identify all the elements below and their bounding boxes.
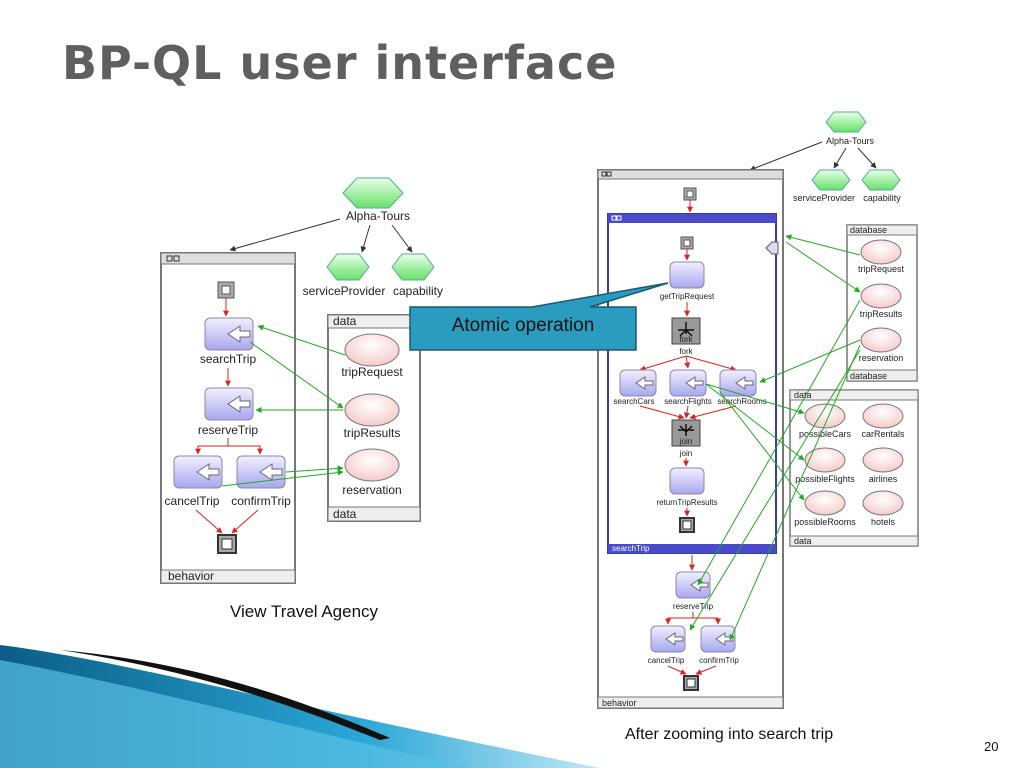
r-alpha-tours-node[interactable]: [825, 111, 867, 133]
slide-title: BP-QL user interface: [62, 36, 618, 90]
database-footer: database: [850, 371, 887, 381]
activity-search-trip-label: searchTrip: [200, 352, 257, 366]
node-fork[interactable]: fork: [671, 317, 701, 345]
node-search-cars-label: searchCars: [614, 397, 655, 406]
alpha-tours-node[interactable]: [342, 177, 404, 209]
data-item-car-rentals-label: carRentals: [861, 429, 905, 439]
r-node-confirm-trip-label: confirmTrip: [699, 656, 739, 665]
data-item-trip-request[interactable]: [344, 333, 400, 367]
node-search-flights-label: searchFlights: [664, 397, 712, 406]
node-return-trip-results[interactable]: [669, 467, 705, 495]
activity-search-trip[interactable]: [204, 317, 254, 351]
r-alpha-tours-label: Alpha-Tours: [826, 136, 875, 146]
alpha-tours-label: Alpha-Tours: [346, 209, 410, 223]
r-node-reserve-trip[interactable]: [675, 571, 711, 599]
r-data-header: data: [794, 390, 812, 400]
data-item-car-rentals[interactable]: [862, 403, 904, 429]
r-service-provider-node[interactable]: [811, 169, 851, 191]
database-header: database: [850, 225, 887, 235]
data-item-reservation-label: reservation: [342, 483, 401, 497]
node-search-rooms[interactable]: [719, 369, 757, 397]
behavior-label: behavior: [168, 569, 214, 583]
inner-search-trip-label: searchTrip: [612, 544, 650, 553]
atomic-operation-callout: Atomic operation: [409, 282, 669, 351]
data-item-airlines[interactable]: [862, 447, 904, 473]
data-item-possible-rooms[interactable]: [804, 490, 846, 516]
service-provider-label: serviceProvider: [303, 284, 386, 298]
data-item-reservation[interactable]: [344, 448, 400, 482]
capability-label: capability: [393, 284, 443, 298]
node-search-rooms-label: searchRooms: [717, 397, 766, 406]
data-item-possible-cars[interactable]: [804, 403, 846, 429]
data-header: data: [333, 314, 357, 328]
callout-text: Atomic operation: [452, 315, 595, 336]
data-item-possible-cars-label: possibleCars: [799, 429, 852, 439]
db-item-reservation-label: reservation: [859, 353, 904, 363]
activity-cancel-trip[interactable]: [173, 455, 223, 489]
db-item-trip-request[interactable]: [860, 239, 902, 265]
page-number: 20: [984, 739, 999, 754]
data-item-possible-rooms-label: possibleRooms: [794, 517, 856, 527]
caption-right: After zooming into search trip: [625, 726, 834, 743]
data-item-trip-results[interactable]: [344, 393, 400, 427]
activity-reserve-trip[interactable]: [204, 387, 254, 421]
node-join[interactable]: join: [671, 419, 701, 447]
caption-left: View Travel Agency: [230, 602, 379, 621]
r-behavior-label: behavior: [602, 698, 637, 708]
data-item-hotels-label: hotels: [871, 517, 896, 527]
decorative-swoosh: [0, 645, 600, 768]
data-item-hotels[interactable]: [862, 490, 904, 516]
data-item-possible-flights-label: possibleFlights: [795, 474, 855, 484]
node-search-cars[interactable]: [619, 369, 657, 397]
r-node-cancel-trip-label: cancelTrip: [648, 656, 685, 665]
data-footer: data: [333, 507, 357, 521]
r-data-footer: data: [794, 536, 812, 546]
r-node-reserve-trip-label: reserveTrip: [673, 602, 714, 611]
port-icon: [765, 241, 779, 255]
left-diagram: Alpha-Tours serviceProvider capability b…: [160, 177, 443, 584]
node-join-label: join: [679, 449, 692, 458]
fork-icon-text: fork: [679, 335, 693, 344]
db-item-trip-results-label: tripResults: [860, 309, 903, 319]
data-item-possible-flights[interactable]: [804, 447, 846, 473]
r-capability-label: capability: [863, 193, 901, 203]
r-node-cancel-trip[interactable]: [650, 625, 686, 653]
data-item-airlines-label: airlines: [869, 474, 898, 484]
node-fork-label: fork: [679, 347, 693, 356]
node-get-trip-request-label: getTripRequest: [660, 292, 715, 301]
activity-confirm-trip-label: confirmTrip: [231, 494, 291, 508]
activity-cancel-trip-label: cancelTrip: [165, 494, 220, 508]
activity-reserve-trip-label: reserveTrip: [198, 423, 259, 437]
right-diagram: Alpha-Tours serviceProvider capability b…: [597, 111, 919, 709]
r-service-provider-label: serviceProvider: [793, 193, 855, 203]
service-provider-node[interactable]: [326, 253, 370, 281]
r-capability-node[interactable]: [861, 169, 901, 191]
node-get-trip-request[interactable]: [669, 261, 705, 289]
db-item-trip-results[interactable]: [860, 283, 902, 309]
node-search-flights[interactable]: [669, 369, 707, 397]
capability-node[interactable]: [391, 253, 435, 281]
db-item-trip-request-label: tripRequest: [858, 264, 905, 274]
join-icon-text: join: [679, 437, 692, 446]
data-item-trip-results-label: tripResults: [344, 426, 401, 440]
node-return-trip-results-label: returnTripResults: [656, 498, 717, 507]
data-item-trip-request-label: tripRequest: [341, 365, 403, 379]
db-item-reservation[interactable]: [860, 327, 902, 353]
